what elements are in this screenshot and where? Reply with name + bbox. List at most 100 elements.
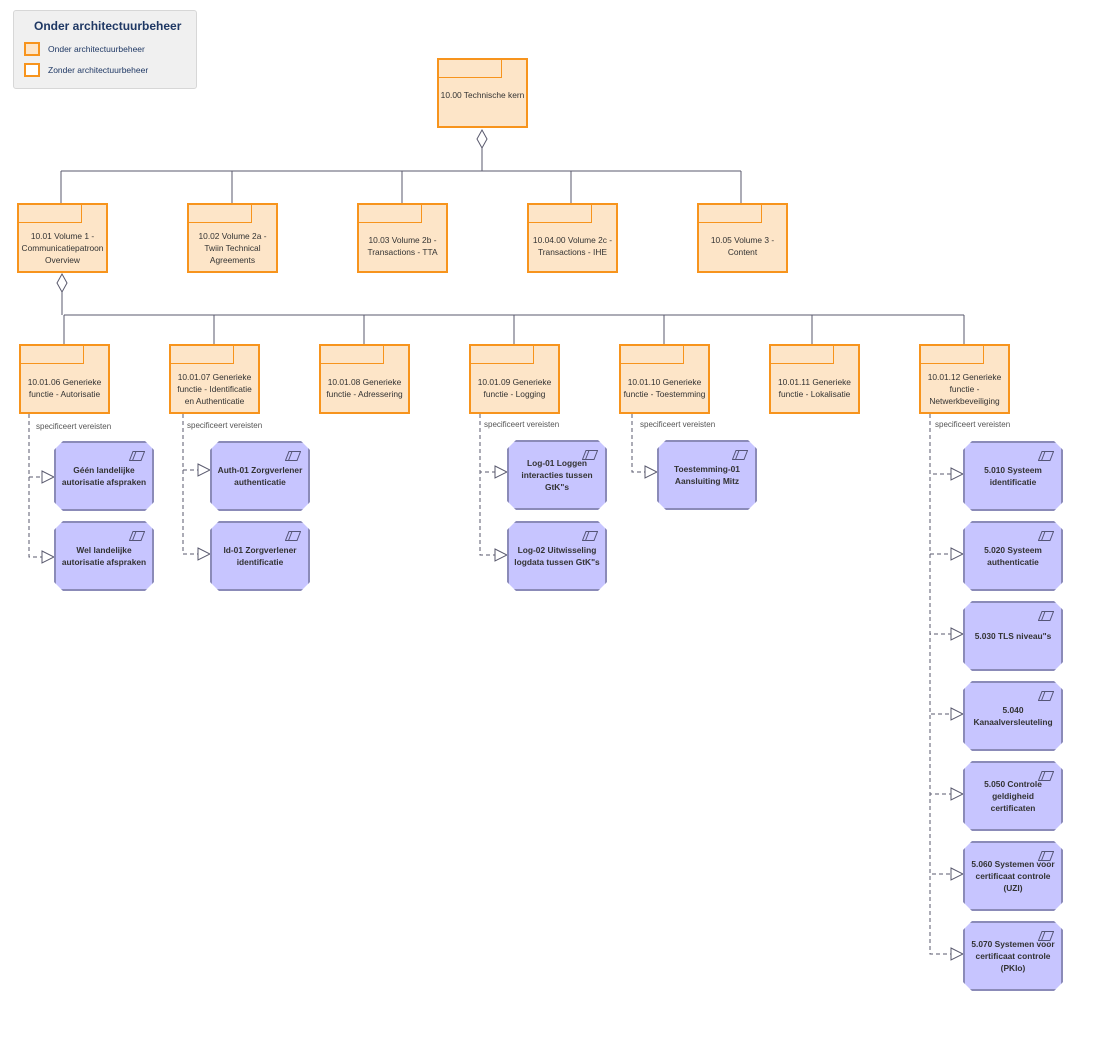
requirement-5-010[interactable]: 5.010 Systeem identificatie bbox=[963, 441, 1063, 511]
requirement-id-01[interactable]: Id-01 Zorgverlener identificatie bbox=[210, 521, 310, 591]
requirement-auth-01[interactable]: Auth-01 Zorgverlener authenticatie bbox=[210, 441, 310, 511]
package-tab bbox=[21, 346, 84, 364]
realization-connector-4-1 bbox=[929, 414, 963, 554]
realization-connector-4-6 bbox=[929, 414, 963, 954]
requirement-label: Id-01 Zorgverlener identificatie bbox=[223, 545, 297, 567]
package-label: 10.01.09 Generieke functie - Logging bbox=[477, 377, 552, 399]
legend-swatch-zonder bbox=[24, 63, 40, 77]
requirement-log-01[interactable]: Log-01 Loggen interacties tussen GtK"s bbox=[507, 440, 607, 510]
legend-title: Onder architectuurbeheer bbox=[34, 19, 182, 33]
requirement-label: 5.060 Systemen voor certificaat controle… bbox=[971, 859, 1055, 893]
requirement-5-020[interactable]: 5.020 Systeem authenticatie bbox=[963, 521, 1063, 591]
requirement-icon bbox=[1038, 931, 1054, 941]
requirement-label: 5.070 Systemen voor certificaat controle… bbox=[971, 939, 1055, 973]
requirement-label: Géén landelijke autorisatie afspraken bbox=[61, 465, 147, 487]
realization-connector-0-1 bbox=[28, 414, 54, 557]
package-adressering[interactable]: 10.01.08 Generieke functie - Adressering bbox=[319, 344, 410, 414]
requirement-icon bbox=[732, 450, 748, 460]
package-label: 10.03 Volume 2b - Transactions - TTA bbox=[367, 235, 438, 257]
package-tab bbox=[621, 346, 684, 364]
requirement-icon bbox=[1038, 691, 1054, 701]
relation-label-toestemming: specificeert vereisten bbox=[640, 420, 716, 429]
package-volume-2c[interactable]: 10.04.00 Volume 2c - Transactions - IHE bbox=[527, 203, 618, 273]
package-tab bbox=[171, 346, 234, 364]
package-technische-kern[interactable]: 10.00 Technische kern bbox=[437, 58, 528, 128]
package-label: 10.01.11 Generieke functie - Lokalisatie bbox=[778, 377, 851, 399]
requirement-5-050[interactable]: 5.050 Controle geldigheid certificaten bbox=[963, 761, 1063, 831]
requirement-icon bbox=[582, 531, 598, 541]
package-label: 10.01.08 Generieke functie - Adressering bbox=[326, 377, 403, 399]
package-tab bbox=[771, 346, 834, 364]
requirement-5-070[interactable]: 5.070 Systemen voor certificaat controle… bbox=[963, 921, 1063, 991]
package-logging[interactable]: 10.01.09 Generieke functie - Logging bbox=[469, 344, 560, 414]
legend-swatch-onder bbox=[24, 42, 40, 56]
realization-connector-1-1 bbox=[182, 414, 210, 554]
package-volume-2b[interactable]: 10.03 Volume 2b - Transactions - TTA bbox=[357, 203, 448, 273]
package-tab bbox=[439, 60, 502, 78]
requirement-label: 5.040 Kanaalversleuteling bbox=[973, 705, 1053, 727]
requirement-icon bbox=[285, 531, 301, 541]
package-label: 10.04.00 Volume 2c - Transactions - IHE bbox=[532, 235, 613, 257]
requirement-label: 5.020 Systeem authenticatie bbox=[984, 545, 1042, 567]
package-netwerkbeveiliging[interactable]: 10.01.12 Generieke functie - Netwerkbeve… bbox=[919, 344, 1010, 414]
package-tab bbox=[921, 346, 984, 364]
requirement-icon bbox=[129, 451, 145, 461]
package-label: 10.01 Volume 1 - Communicatiepatroon Ove… bbox=[21, 231, 104, 265]
package-label: 10.01.12 Generieke functie - Netwerkbeve… bbox=[927, 372, 1002, 406]
requirement-label: Toestemming-01 Aansluiting Mitz bbox=[674, 464, 740, 486]
realization-connector-4-2 bbox=[929, 414, 963, 634]
package-label: 10.05 Volume 3 - Content bbox=[710, 235, 775, 257]
requirement-toestemming-01[interactable]: Toestemming-01 Aansluiting Mitz bbox=[657, 440, 757, 510]
requirement-icon bbox=[285, 451, 301, 461]
package-toestemming[interactable]: 10.01.10 Generieke functie - Toestemming bbox=[619, 344, 710, 414]
package-volume-1[interactable]: 10.01 Volume 1 - Communicatiepatroon Ove… bbox=[17, 203, 108, 273]
package-volume-2a[interactable]: 10.02 Volume 2a - Twiin Technical Agreem… bbox=[187, 203, 278, 273]
package-tab bbox=[189, 205, 252, 223]
package-autorisatie[interactable]: 10.01.06 Generieke functie - Autorisatie bbox=[19, 344, 110, 414]
requirement-label: Log-01 Loggen interacties tussen GtK"s bbox=[521, 458, 593, 492]
realization-connector-4-4 bbox=[929, 414, 963, 794]
package-identificatie-authenticatie[interactable]: 10.01.07 Generieke functie - Identificat… bbox=[169, 344, 260, 414]
package-tab bbox=[471, 346, 534, 364]
package-label: 10.01.10 Generieke functie - Toestemming bbox=[623, 377, 706, 399]
legend-label-zonder: Zonder architectuurbeheer bbox=[48, 65, 149, 75]
requirement-5-030[interactable]: 5.030 TLS niveau"s bbox=[963, 601, 1063, 671]
requirement-geen-landelijke-autorisatie[interactable]: Géén landelijke autorisatie afspraken bbox=[54, 441, 154, 511]
package-tab bbox=[321, 346, 384, 364]
package-label: 10.00 Technische kern bbox=[440, 90, 525, 100]
package-label: 10.02 Volume 2a - Twiin Technical Agreem… bbox=[198, 231, 267, 265]
aggregation-diamond-root bbox=[476, 128, 488, 150]
package-tab bbox=[359, 205, 422, 223]
legend-label-onder: Onder architectuurbeheer bbox=[48, 44, 145, 54]
relation-label-netwerkbeveiliging: specificeert vereisten bbox=[935, 420, 1011, 429]
package-label: 10.01.07 Generieke functie - Identificat… bbox=[177, 372, 252, 406]
relation-label-identificatie: specificeert vereisten bbox=[187, 421, 263, 430]
requirement-icon bbox=[1038, 531, 1054, 541]
package-tab bbox=[19, 205, 82, 223]
realization-connector-2-1 bbox=[479, 414, 507, 555]
realization-connector-4-3 bbox=[929, 414, 963, 714]
requirement-log-02[interactable]: Log-02 Uitwisseling logdata tussen GtK"s bbox=[507, 521, 607, 591]
realization-connector-4-5 bbox=[929, 414, 963, 874]
package-tab bbox=[699, 205, 762, 223]
requirement-label: Log-02 Uitwisseling logdata tussen GtK"s bbox=[514, 545, 600, 567]
requirement-icon bbox=[1038, 771, 1054, 781]
requirement-icon bbox=[129, 531, 145, 541]
package-volume-3[interactable]: 10.05 Volume 3 - Content bbox=[697, 203, 788, 273]
requirement-icon bbox=[582, 450, 598, 460]
package-label: 10.01.06 Generieke functie - Autorisatie bbox=[27, 377, 102, 399]
requirement-label: 5.030 TLS niveau"s bbox=[974, 631, 1052, 641]
relation-label-autorisatie: specificeert vereisten bbox=[36, 422, 112, 431]
package-lokalisatie[interactable]: 10.01.11 Generieke functie - Lokalisatie bbox=[769, 344, 860, 414]
requirement-wel-landelijke-autorisatie[interactable]: Wel landelijke autorisatie afspraken bbox=[54, 521, 154, 591]
requirement-icon bbox=[1038, 611, 1054, 621]
requirement-5-040[interactable]: 5.040 Kanaalversleuteling bbox=[963, 681, 1063, 751]
requirement-label: Auth-01 Zorgverlener authenticatie bbox=[217, 465, 303, 487]
package-tab bbox=[529, 205, 592, 223]
requirement-5-060[interactable]: 5.060 Systemen voor certificaat controle… bbox=[963, 841, 1063, 911]
relation-label-logging: specificeert vereisten bbox=[484, 420, 560, 429]
legend: Onder architectuurbeheer Onder architect… bbox=[13, 10, 197, 89]
requirement-icon bbox=[1038, 851, 1054, 861]
